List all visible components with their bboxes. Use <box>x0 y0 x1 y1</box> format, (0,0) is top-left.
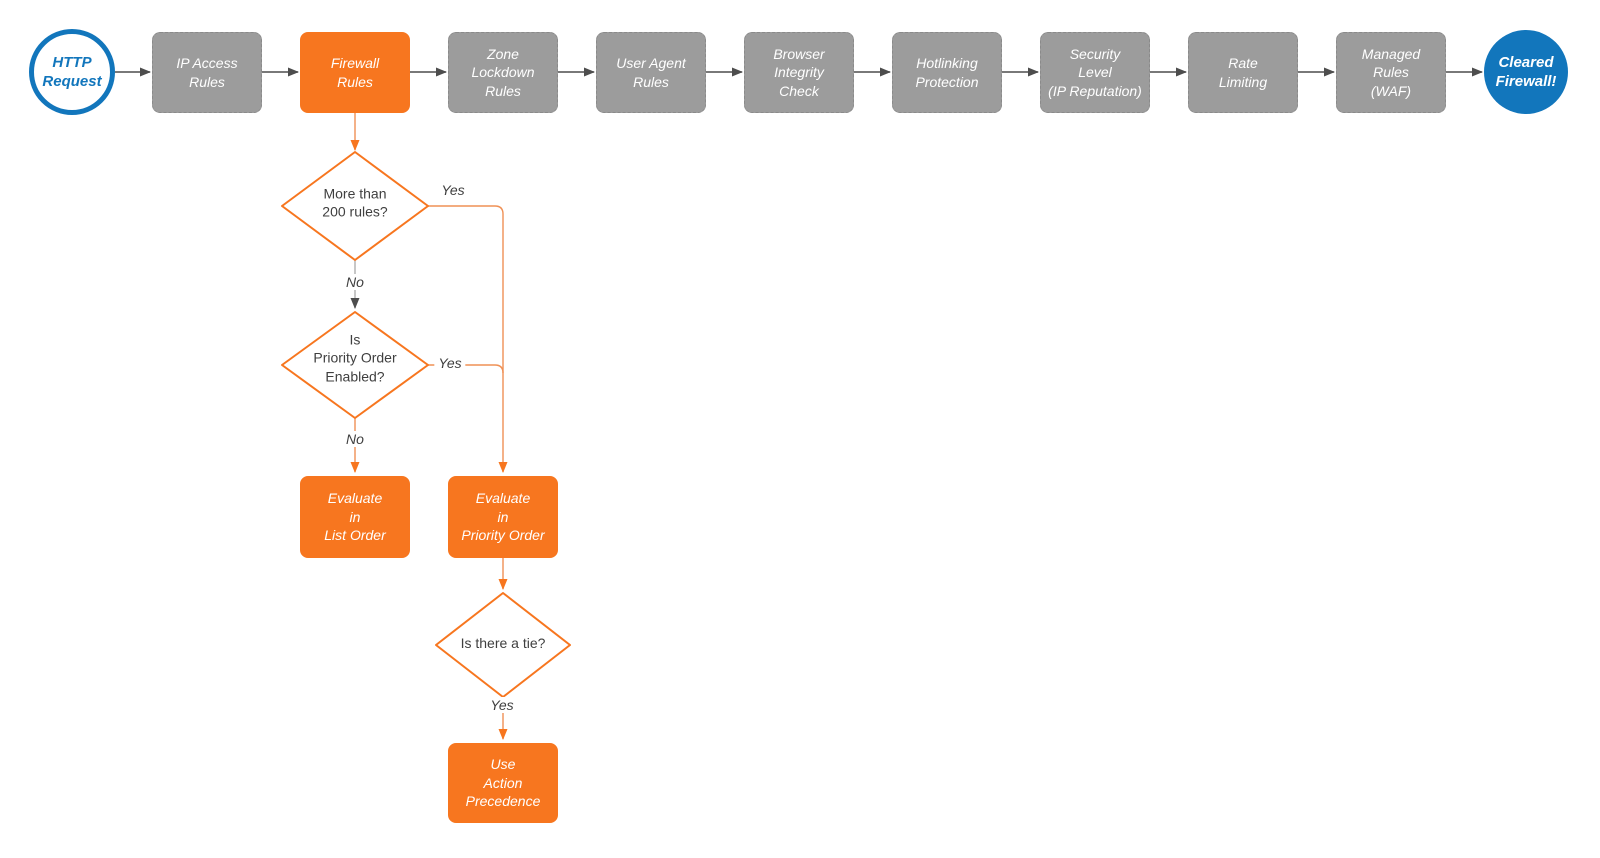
start-node-label: HTTP Request <box>42 53 102 90</box>
stage-label: Zone Lockdown Rules <box>471 45 535 99</box>
branch-label-yes-tie: Yes <box>486 697 518 713</box>
stage-node-security-level: Security Level (IP Reputation) <box>1040 32 1150 113</box>
action-label: Evaluate in List Order <box>324 490 386 544</box>
stage-label: Rate Limiting <box>1218 55 1268 90</box>
stage-node-user-agent-rules: User Agent Rules <box>596 32 706 113</box>
stage-node-zone-lockdown-rules: Zone Lockdown Rules <box>448 32 558 113</box>
action-node-use-action-precedence: Use Action Precedence <box>448 743 558 823</box>
end-node-label: Cleared Firewall! <box>1495 53 1557 90</box>
action-label: Use Action Precedence <box>465 756 541 810</box>
stage-label: Security Level (IP Reputation) <box>1048 45 1142 99</box>
stage-label: User Agent Rules <box>616 55 686 90</box>
start-node-http-request: HTTP Request <box>29 29 115 115</box>
stage-label: IP Access Rules <box>176 55 238 90</box>
end-node-cleared-firewall: Cleared Firewall! <box>1484 30 1568 114</box>
action-label: Evaluate in Priority Order <box>461 490 545 544</box>
decision-label-tie: Is there a tie? <box>460 634 546 651</box>
action-node-evaluate-list-order: Evaluate in List Order <box>300 476 410 558</box>
branch-label-no-rule-count: No <box>342 274 368 290</box>
stage-node-browser-integrity-check: Browser Integrity Check <box>744 32 854 113</box>
stage-label: Browser Integrity Check <box>773 45 825 99</box>
stage-node-managed-rules-waf: Managed Rules (WAF) <box>1336 32 1446 113</box>
stage-node-firewall-rules: Firewall Rules <box>300 32 410 113</box>
stage-node-hotlinking-protection: Hotlinking Protection <box>892 32 1002 113</box>
action-node-evaluate-priority-order: Evaluate in Priority Order <box>448 476 558 558</box>
branch-label-yes-rule-count: Yes <box>437 182 469 198</box>
stage-label: Managed Rules (WAF) <box>1361 45 1421 99</box>
stage-label: Hotlinking Protection <box>915 55 979 90</box>
stage-node-ip-access-rules: IP Access Rules <box>152 32 262 113</box>
decision-label-priority-order: Is Priority Order Enabled? <box>313 331 397 385</box>
branch-label-no-priority-order: No <box>342 431 368 447</box>
decision-label-rule-count: More than 200 rules? <box>322 185 388 220</box>
stage-label: Firewall Rules <box>330 55 380 90</box>
stage-node-rate-limiting: Rate Limiting <box>1188 32 1298 113</box>
branch-label-yes-priority-order: Yes <box>434 355 466 371</box>
connector-yes-to-evaluate-priority-order <box>428 205 508 473</box>
